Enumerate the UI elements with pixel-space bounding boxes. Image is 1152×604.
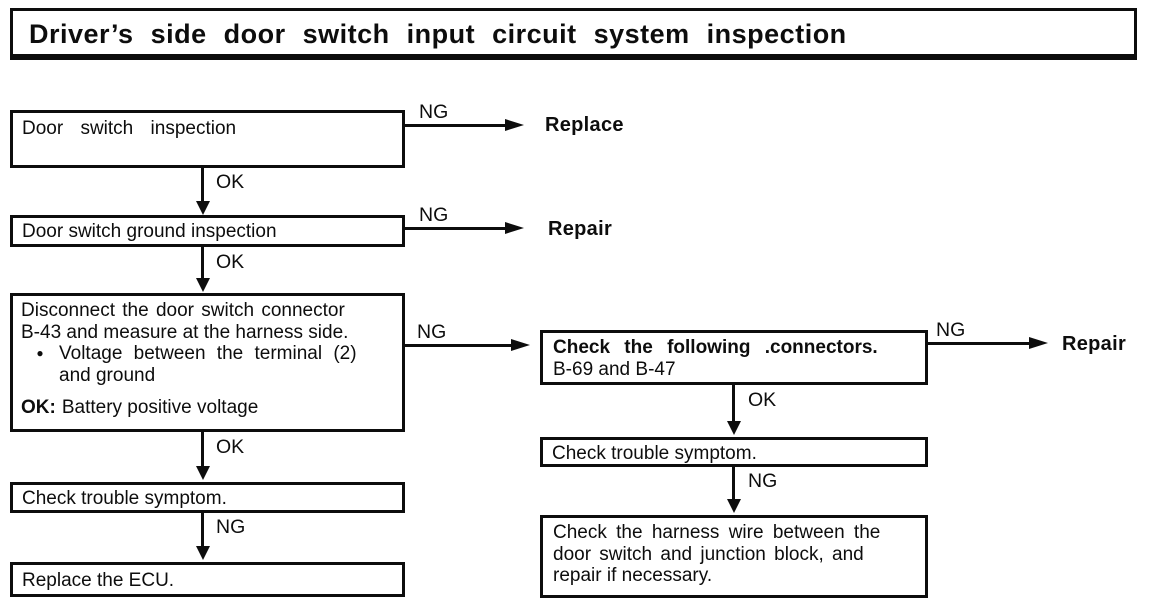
box-check-harness-line2: door switch and junction block, and bbox=[553, 543, 864, 565]
arrow-line-row3 bbox=[405, 344, 513, 347]
box-replace-ecu-text: Replace the ECU. bbox=[22, 570, 175, 591]
arrow-head-right-row3 bbox=[511, 339, 530, 351]
ng-label-right-col: NG bbox=[748, 470, 778, 492]
box-check-symptom-left-text: Check trouble symptom. bbox=[22, 488, 227, 509]
ng-label-row1: NG bbox=[419, 101, 449, 123]
box-check-harness: Check the harness wire between the door … bbox=[540, 515, 928, 598]
box-disconnect-ok-prefix: OK: bbox=[21, 397, 56, 418]
outcome-repair-right: Repair bbox=[1062, 333, 1127, 355]
ng-label-row2: NG bbox=[419, 204, 449, 226]
arrow-line-ok-4 bbox=[201, 432, 204, 467]
arrow-head-right-row4 bbox=[1029, 337, 1048, 349]
box-door-switch-inspection-text: Door switch inspection bbox=[22, 118, 237, 139]
ng-label-row3: NG bbox=[417, 321, 447, 343]
arrow-line-row1 bbox=[405, 124, 507, 127]
arrow-line-row2 bbox=[405, 227, 507, 230]
ng-label-left-col: NG bbox=[216, 516, 246, 538]
outcome-repair-top: Repair bbox=[548, 218, 613, 240]
box-disconnect-bullet-line2: and ground bbox=[59, 364, 156, 386]
ng-label-row4: NG bbox=[936, 319, 966, 341]
box-check-connectors-line2: B-69 and B-47 bbox=[553, 358, 676, 380]
ok-label-1: OK bbox=[216, 171, 245, 193]
box-disconnect-ok-value: Battery positive voltage bbox=[61, 397, 259, 418]
ok-label-4: OK bbox=[216, 436, 245, 458]
arrow-head-down-ng-left bbox=[196, 546, 210, 560]
arrow-head-down-ok-4 bbox=[196, 466, 210, 480]
box-check-harness-line1: Check the harness wire between the bbox=[553, 522, 881, 543]
box-check-symptom-right-text: Check trouble symptom. bbox=[552, 443, 757, 464]
arrow-head-down-ok-2 bbox=[196, 278, 210, 292]
arrow-head-down-ng-right bbox=[727, 499, 741, 513]
ok-label-2: OK bbox=[216, 251, 245, 273]
arrow-line-ng-left bbox=[201, 513, 204, 547]
page-title: Driver’s side door switch input circuit … bbox=[29, 19, 847, 49]
bullet-icon: ● bbox=[36, 346, 44, 360]
box-check-connectors: Check the following .connectors. B-69 an… bbox=[540, 330, 928, 385]
box-disconnect-line1: Disconnect the door switch connector bbox=[21, 300, 345, 321]
arrow-head-right-row2 bbox=[505, 222, 524, 234]
ok-label-3: OK bbox=[748, 389, 777, 411]
box-door-switch-ground: Door switch ground inspection bbox=[10, 215, 405, 247]
box-door-switch-ground-text: Door switch ground inspection bbox=[22, 221, 277, 242]
box-check-connectors-line1: Check the following .connectors. bbox=[553, 337, 878, 358]
arrow-line-ok-3 bbox=[732, 385, 735, 422]
box-check-symptom-right: Check trouble symptom. bbox=[540, 437, 928, 467]
arrow-line-ok-2 bbox=[201, 247, 204, 279]
arrow-head-down-ok-3 bbox=[727, 421, 741, 435]
arrow-line-row4 bbox=[928, 342, 1031, 345]
arrow-head-right-row1 bbox=[505, 119, 524, 131]
box-disconnect-line2: B-43 and measure at the harness side. bbox=[21, 321, 349, 343]
box-check-harness-line3: repair if necessary. bbox=[553, 565, 713, 586]
box-disconnect-measure: Disconnect the door switch connector B-4… bbox=[10, 293, 405, 432]
box-disconnect-bullet-line1: Voltage between the terminal (2) bbox=[59, 343, 357, 364]
box-door-switch-inspection: Door switch inspection bbox=[10, 110, 405, 168]
title-box: Driver’s side door switch input circuit … bbox=[10, 8, 1137, 60]
arrow-line-ng-right bbox=[732, 467, 735, 500]
box-check-symptom-left: Check trouble symptom. bbox=[10, 482, 405, 513]
box-replace-ecu: Replace the ECU. bbox=[10, 562, 405, 597]
outcome-replace: Replace bbox=[545, 114, 624, 136]
arrow-head-down-ok-1 bbox=[196, 201, 210, 215]
arrow-line-ok-1 bbox=[201, 168, 204, 202]
